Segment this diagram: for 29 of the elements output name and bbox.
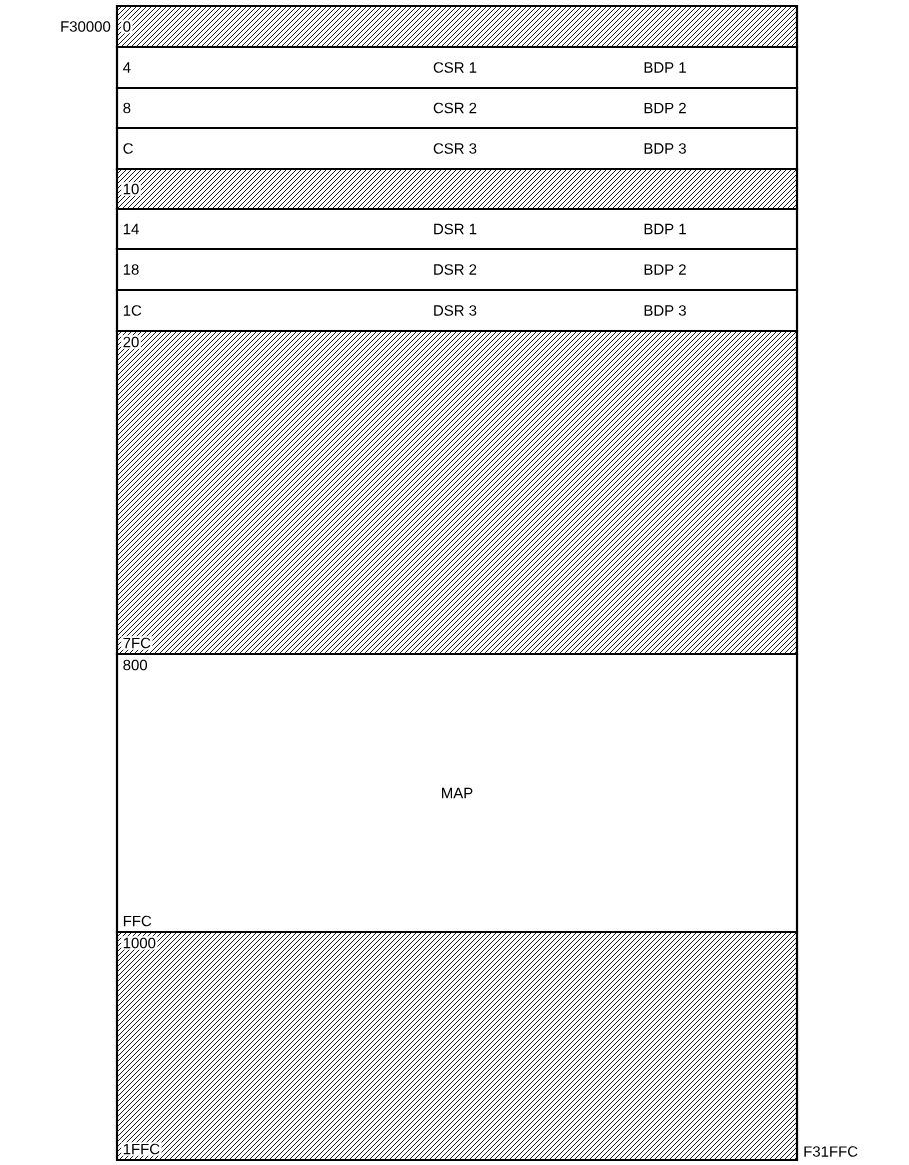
address-label: FFC bbox=[123, 915, 152, 927]
address-label: 10 bbox=[121, 182, 141, 196]
register-label: BDP 1 bbox=[644, 223, 686, 235]
address-label: 1C bbox=[123, 305, 142, 316]
address-label: 1FFC bbox=[121, 1142, 162, 1156]
register-label: CSR 1 bbox=[433, 62, 477, 73]
address-label: 20 bbox=[121, 335, 141, 349]
register-label: BDP 2 bbox=[644, 102, 686, 114]
base-address: F30000 bbox=[61, 21, 111, 32]
register-label: BDP 1 bbox=[644, 62, 686, 73]
address-label: 14 bbox=[123, 223, 139, 235]
register-label: MAP bbox=[442, 787, 473, 799]
register-label: DSR 3 bbox=[434, 305, 477, 316]
address-label: 8 bbox=[123, 102, 131, 114]
register-label: BDP 2 bbox=[644, 264, 686, 275]
address-label: 4 bbox=[123, 62, 131, 73]
address-label: 800 bbox=[123, 659, 148, 671]
register-label: CSR 3 bbox=[433, 143, 477, 154]
address-label: C bbox=[123, 143, 133, 154]
register-label: BDP 3 bbox=[644, 305, 686, 316]
address-label: 0 bbox=[121, 19, 133, 34]
register-label: CSR 2 bbox=[433, 102, 477, 114]
address-label: 1000 bbox=[121, 936, 158, 950]
base-address: F31FFC bbox=[804, 1146, 858, 1157]
address-label: 7FC bbox=[121, 636, 153, 650]
address-label: 18 bbox=[123, 264, 139, 275]
register-label: BDP 3 bbox=[644, 143, 686, 154]
register-label: DSR 2 bbox=[434, 264, 477, 275]
register-label: DSR 1 bbox=[434, 223, 477, 235]
